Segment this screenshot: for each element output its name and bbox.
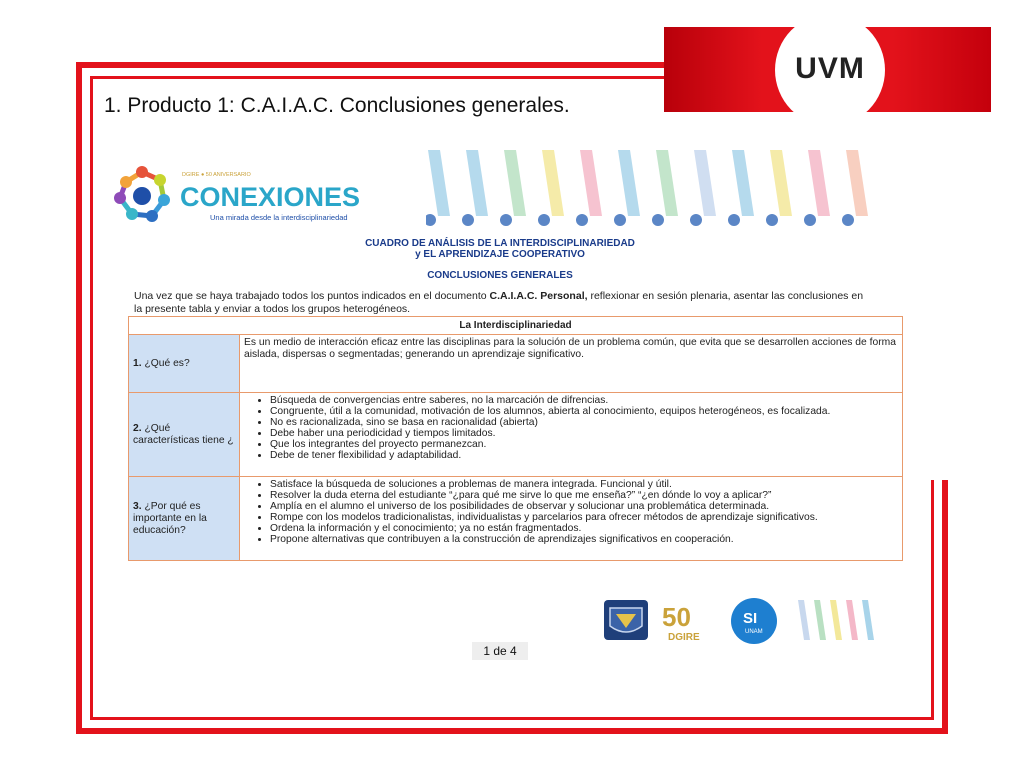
table-header: La Interdisciplinariedad [128,316,903,335]
frame-right-inner-line [931,480,934,720]
stripe-dot [842,214,854,226]
list-item: Debe de tener flexibilidad y adaptabilid… [270,450,898,461]
stripe-shape [808,150,830,216]
document-subheading: CONCLUSIONES GENERALES [427,270,573,281]
footer-stripe [814,600,826,640]
stripe-dot [462,214,474,226]
list-item: Rompe con los modelos tradicionalistas, … [270,512,898,523]
document-heading-line2: y EL APRENDIZAJE COOPERATIVO [415,249,585,260]
document-intro: Una vez que se haya trabajado todos los … [134,290,874,316]
intro-text-bold: C.A.I.A.C. Personal, [489,290,588,302]
frame-left-inner-line [90,76,93,720]
stripe-shape [846,150,868,216]
page-title: 1. Producto 1: C.A.I.A.C. Conclusiones g… [104,94,570,117]
table-row: 1. ¿Qué es? Es un medio de interacción e… [128,334,903,393]
footer-stripe [798,600,810,640]
stripe-shape [580,150,602,216]
question-text: ¿Qué características tiene ¿ [133,422,234,446]
list-item: Ordena la información y el conocimiento;… [270,523,898,534]
stripe-dot [728,214,740,226]
stripe-dot [576,214,588,226]
frame-top-inner-line [90,76,668,79]
conexiones-name: CONEXIONES [180,182,360,212]
answer-list: Búsqueda de convergencias entre saberes,… [244,395,898,461]
stripe-dot [426,214,436,226]
question-cell: 3. ¿Por qué es importante en la educació… [128,476,240,561]
list-item: Propone alternativas que contribuyen a l… [270,534,898,545]
intro-text-start: Una vez que se haya trabajado todos los … [134,290,490,302]
stripe-dot [538,214,550,226]
si-unam-logo: SI UNAM [731,598,777,644]
conexiones-network-icon [114,166,170,222]
stripe-dot [804,214,816,226]
answer-text: Es un medio de interacción eficaz entre … [244,337,896,360]
stripe-dot [614,214,626,226]
answer-cell: Búsqueda de convergencias entre saberes,… [239,392,903,477]
stripe-shape [770,150,792,216]
stripe-dot [652,214,664,226]
footer-logos: 50 DGIRE SI UNAM [604,598,874,644]
question-number: 1. [133,357,142,369]
footer-stripes-icon [798,600,874,640]
table-row: 3. ¿Por qué es importante en la educació… [128,476,903,561]
decorative-stripes [426,150,868,226]
uvm-logo-oval [775,14,885,126]
embedded-document: DGIRE ● 50 ANIVERSARIO CONEXIONES Una mi… [100,148,903,668]
answer-list: Satisface la búsqueda de soluciones a pr… [244,479,898,545]
list-item: Congruente, útil a la comunidad, motivac… [270,406,898,417]
list-item: Satisface la búsqueda de soluciones a pr… [270,479,898,490]
list-item: Amplía en el alumno el universo de los p… [270,501,898,512]
list-item: Debe haber una periodicidad y tiempos li… [270,428,898,439]
frame-bottom-inner-line [90,717,934,720]
dgire-50-logo: 50 DGIRE [662,602,700,643]
conexiones-tagline: DGIRE ● 50 ANIVERSARIO [182,172,251,178]
stripe-dot [766,214,778,226]
page-indicator: 1 de 4 [472,642,528,660]
footer-stripe [862,600,874,640]
stripe-shape [618,150,640,216]
unam-shield-icon [604,600,648,640]
question-number: 3. [133,500,142,512]
dgire-text: DGIRE [668,632,700,643]
si-unam-text: UNAM [745,629,763,635]
stripe-shape [428,150,450,216]
conexiones-logo: DGIRE ● 50 ANIVERSARIO CONEXIONES Una mi… [114,166,360,222]
question-cell: 1. ¿Qué es? [128,334,240,393]
list-item: Que los integrantes del proyecto permane… [270,439,898,450]
table-row: 2. ¿Qué características tiene ¿ Búsqueda… [128,392,903,477]
analysis-table: La Interdisciplinariedad 1. ¿Qué es? Es … [128,316,903,561]
list-item: No es racionalizada, sino se basa en rac… [270,417,898,428]
footer-stripe [846,600,858,640]
stripe-shape [504,150,526,216]
document-heading-line1: CUADRO DE ANÁLISIS DE LA INTERDISCIPLINA… [365,238,635,249]
si-text: SI [743,610,757,627]
uvm-logo-text: UVM [795,52,865,85]
stripe-shape [466,150,488,216]
dgire-50-number: 50 [662,602,691,632]
frame-top-outer-line [76,62,668,68]
question-number: 2. [133,422,142,434]
conexiones-subtitle: Una mirada desde la interdisciplinarieda… [210,213,348,222]
stripe-shape [656,150,678,216]
question-text: ¿Qué es? [144,357,190,369]
stripe-shape [694,150,716,216]
stripe-shape [542,150,564,216]
answer-cell: Satisface la búsqueda de soluciones a pr… [239,476,903,561]
frame-left-outer-line [76,62,82,734]
answer-cell: Es un medio de interacción eficaz entre … [239,334,903,393]
frame-right-outer-line [942,480,948,734]
stripe-dot [500,214,512,226]
frame-bottom-outer-line [76,728,948,734]
question-cell: 2. ¿Qué características tiene ¿ [128,392,240,477]
list-item: Búsqueda de convergencias entre saberes,… [270,395,898,406]
stripe-shape [732,150,754,216]
footer-stripe [830,600,842,640]
list-item: Resolver la duda eterna del estudiante “… [270,490,898,501]
intro-text-end: reflexionar en sesión plenaria, asentar … [134,290,864,315]
question-text: ¿Por qué es importante en la educación? [133,500,207,536]
table-header-row: La Interdisciplinariedad [128,316,903,335]
stripe-dot [690,214,702,226]
